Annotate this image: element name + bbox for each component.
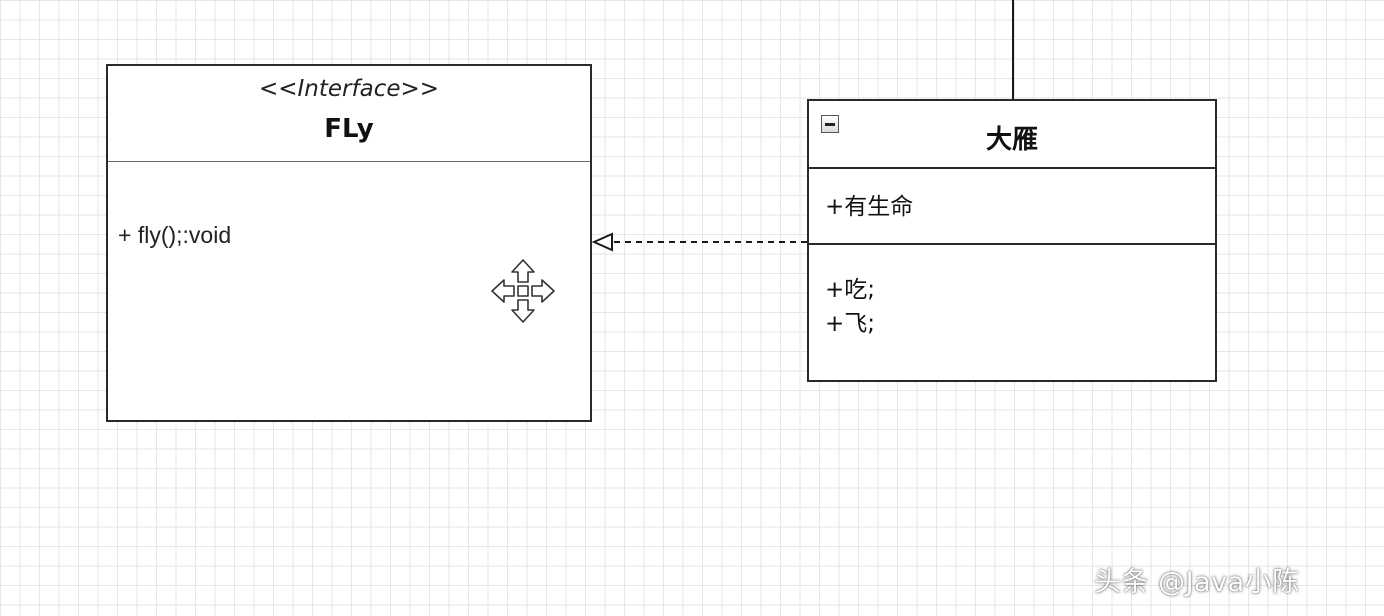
interface-operation: + fly();:void xyxy=(118,222,232,248)
class-header: 大雁 xyxy=(809,101,1215,169)
interface-stereotype: <<Interface>> xyxy=(258,76,440,102)
watermark: 头条 @Java小陈 xyxy=(1094,567,1300,598)
class-attributes: +有生命 xyxy=(809,169,1215,245)
interface-box[interactable]: <<Interface>> FLy + fly();:void xyxy=(106,64,592,422)
class-box[interactable]: 大雁 +有生命 +吃; +飞; xyxy=(807,99,1217,382)
class-methods: +吃; +飞; xyxy=(809,245,1215,341)
realization-arrowhead xyxy=(591,232,613,252)
collapse-minus-icon[interactable] xyxy=(821,115,839,133)
interface-name: FLy xyxy=(324,114,374,144)
class-name: 大雁 xyxy=(985,125,1038,155)
class-method: +吃; xyxy=(825,277,876,303)
class-attribute: +有生命 xyxy=(825,194,914,220)
move-arrows-icon[interactable] xyxy=(488,256,558,326)
interface-header: <<Interface>> FLy xyxy=(108,66,590,162)
class-method: +飞; xyxy=(825,311,876,337)
